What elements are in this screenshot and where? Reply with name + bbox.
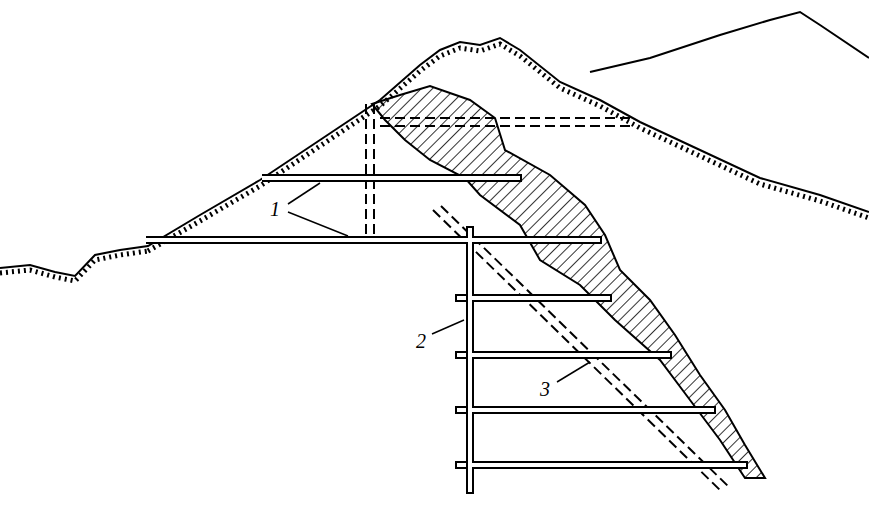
callout-number: 3 xyxy=(538,378,552,400)
callout-number: 2 xyxy=(414,330,428,352)
callout-number: 1 xyxy=(268,198,282,220)
